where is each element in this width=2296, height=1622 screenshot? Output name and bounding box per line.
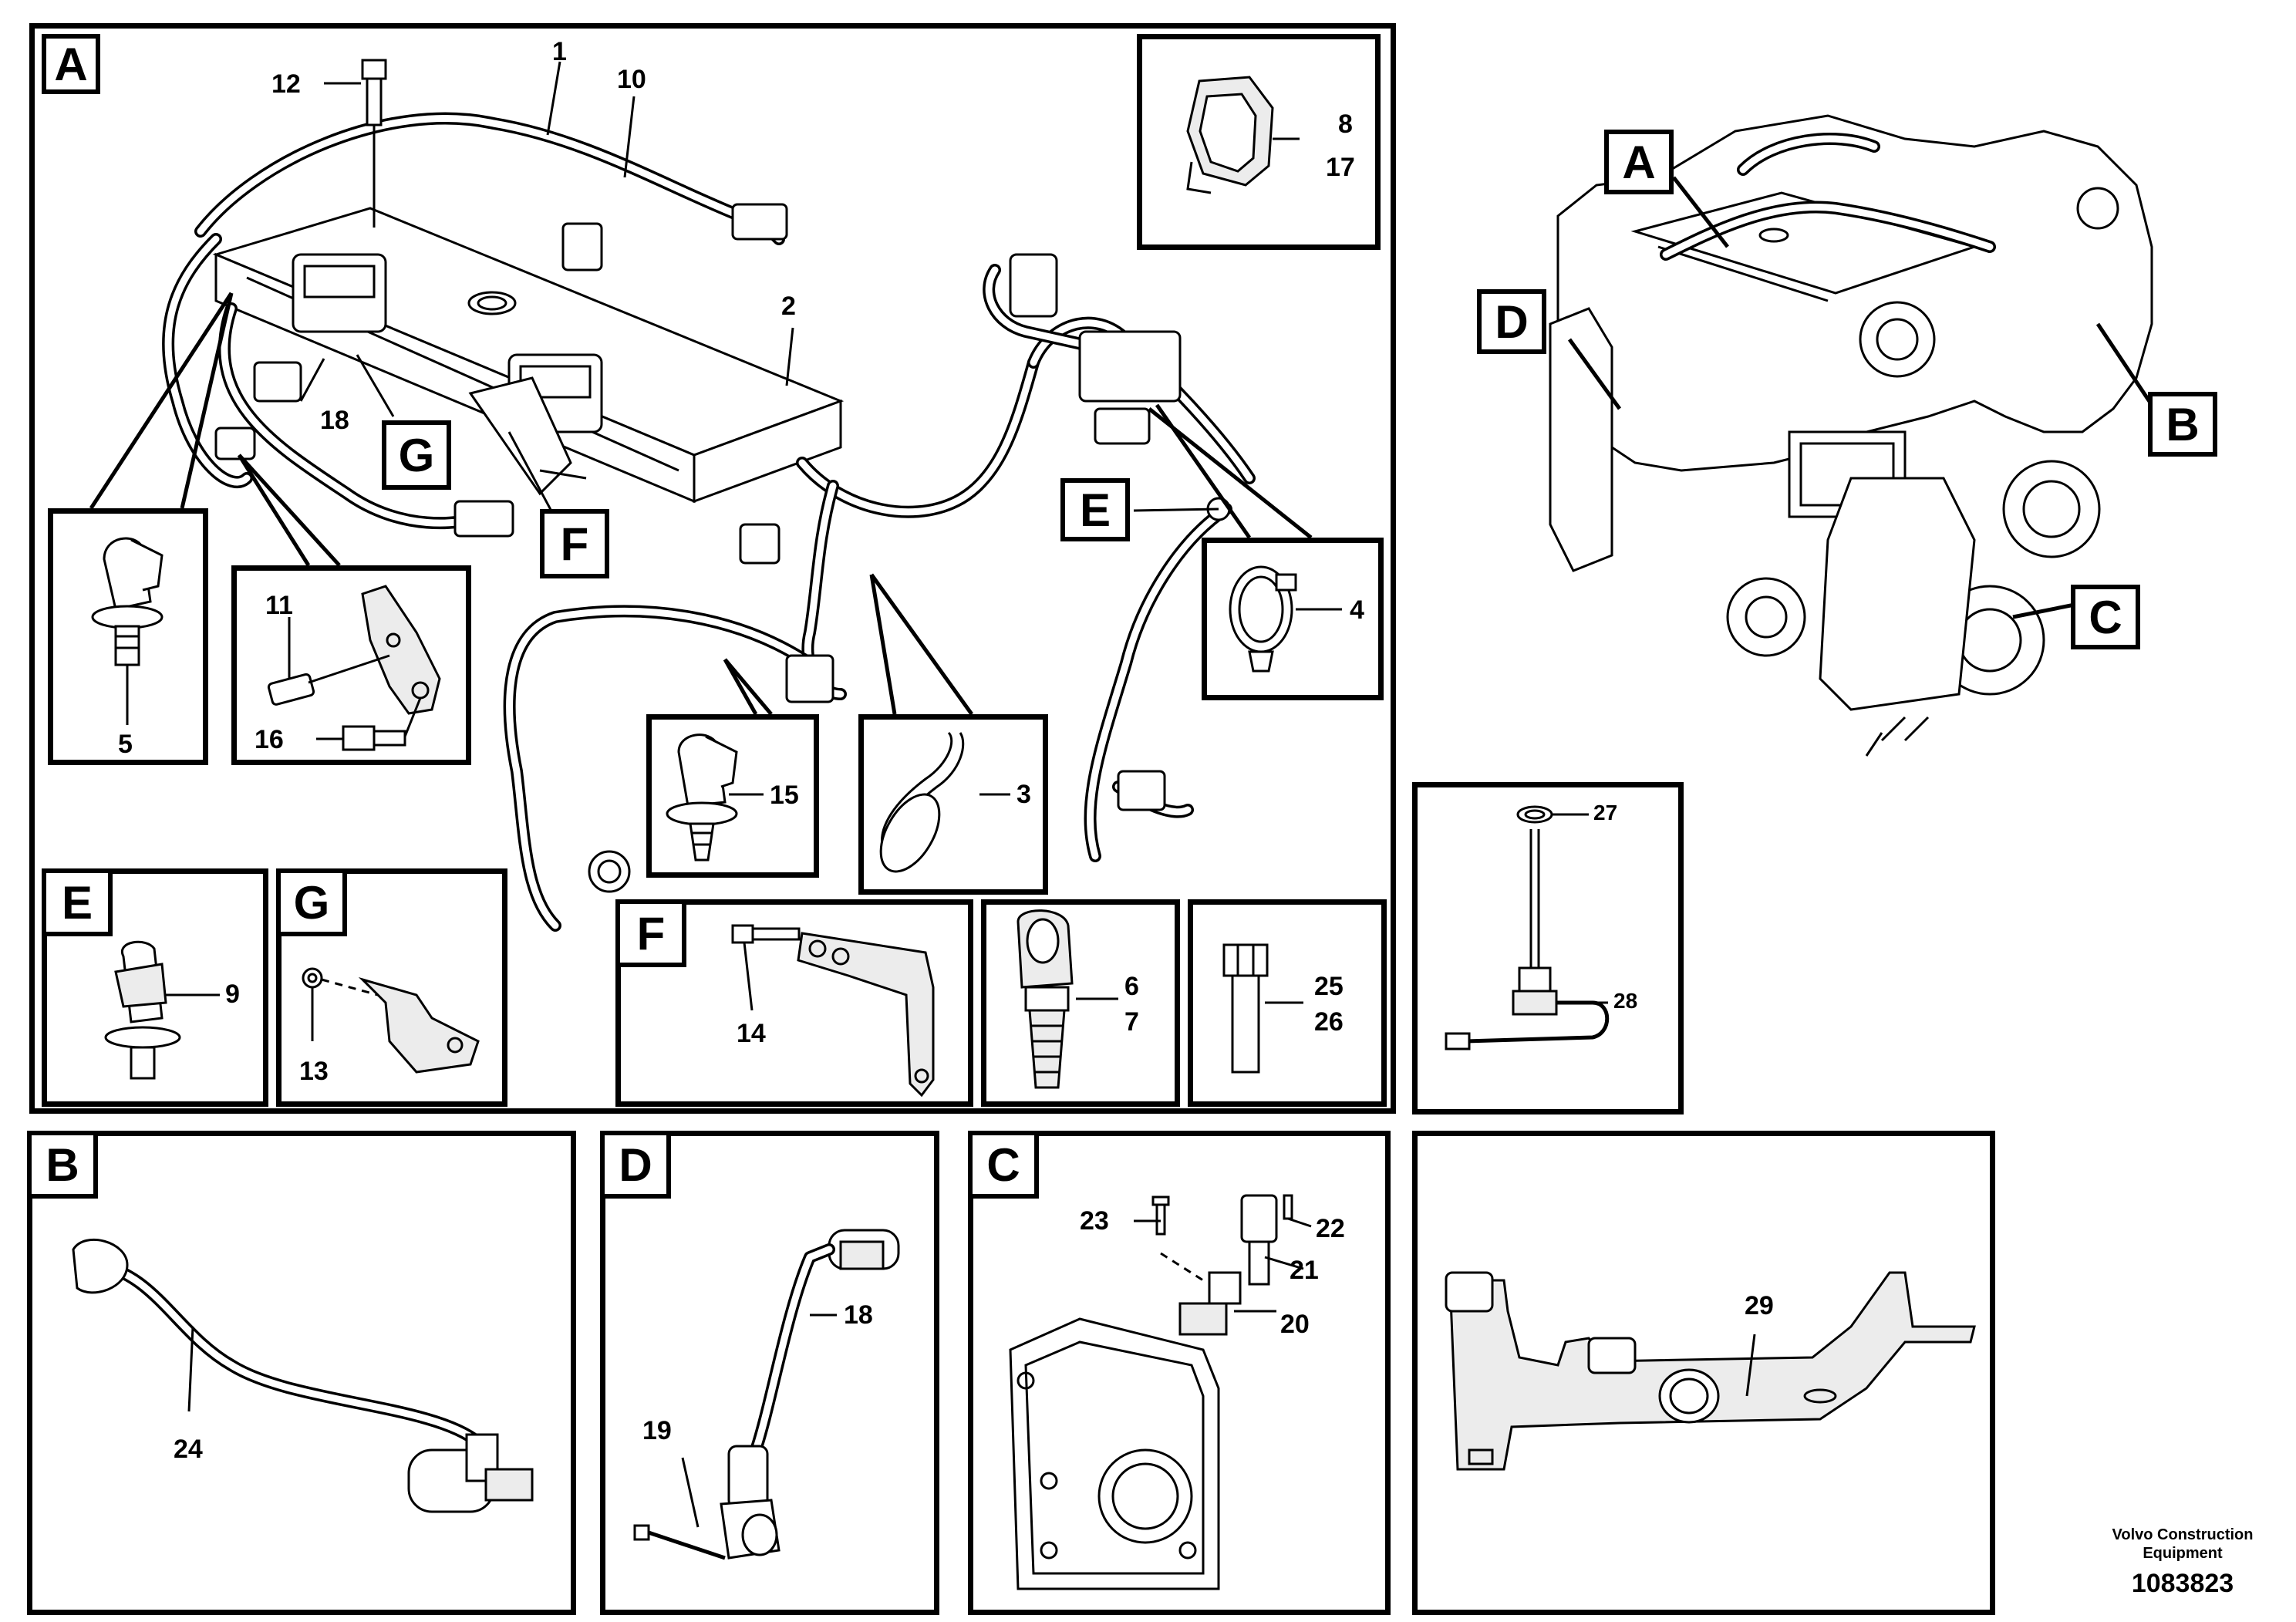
label-21: 21 — [1290, 1256, 1319, 1285]
overview-tag-a: A — [1604, 130, 1674, 194]
panel-e-drawing — [104, 940, 220, 1080]
inset-3-drawing — [879, 731, 1010, 873]
overview-tag-d: D — [1477, 289, 1546, 354]
company-name: Volvo Construction Equipment — [2082, 1526, 2283, 1563]
label-5: 5 — [118, 730, 133, 759]
overview-tag-b: B — [2148, 392, 2217, 457]
label-18-d: 18 — [844, 1300, 873, 1330]
inset-6-7-drawing — [1017, 909, 1118, 1089]
company-line-1: Volvo Construction — [2112, 1526, 2254, 1543]
company-line-2: Equipment — [2143, 1545, 2223, 1562]
inset-4-drawing — [1229, 565, 1342, 673]
panel-e-tag: E — [42, 868, 113, 936]
panel-f-drawing — [731, 924, 935, 1098]
label-15: 15 — [770, 781, 799, 810]
panel-d-drawing — [633, 1229, 900, 1560]
label-12: 12 — [271, 69, 301, 99]
inset-27-28-drawing — [1445, 805, 1610, 1050]
panel-g-tag: G — [276, 868, 347, 936]
label-24: 24 — [174, 1435, 203, 1464]
label-10: 10 — [617, 65, 646, 94]
label-6: 6 — [1124, 972, 1139, 1001]
inset-8-17-drawing — [1186, 76, 1300, 194]
panel-f-tag: F — [615, 899, 686, 967]
label-9: 9 — [225, 980, 240, 1009]
label-23: 23 — [1080, 1206, 1109, 1236]
label-1: 1 — [552, 37, 567, 66]
inset-5-drawing — [91, 537, 164, 725]
label-13: 13 — [299, 1057, 329, 1086]
engine-overview — [1549, 114, 2162, 757]
panel-c-tag: C — [968, 1131, 1039, 1199]
inset-29-drawing — [1445, 1271, 1976, 1471]
label-18-a: 18 — [320, 406, 349, 435]
callout-f-tag: F — [540, 509, 609, 578]
label-26: 26 — [1314, 1007, 1344, 1037]
harness-connectors — [214, 203, 1231, 893]
label-4: 4 — [1350, 595, 1364, 625]
panel-b-drawing — [72, 1238, 534, 1513]
inset-6-7-frame — [981, 899, 1180, 1107]
label-11: 11 — [265, 591, 293, 620]
label-29: 29 — [1745, 1291, 1774, 1320]
label-2: 2 — [781, 292, 796, 321]
label-16: 16 — [255, 725, 284, 754]
overview-tag-c: C — [2071, 585, 2140, 649]
label-14: 14 — [737, 1019, 766, 1048]
label-20: 20 — [1280, 1310, 1310, 1339]
inset-11-16-drawing — [267, 585, 441, 751]
label-7: 7 — [1124, 1007, 1139, 1037]
inset-3-frame — [858, 714, 1048, 895]
panel-g-drawing — [302, 967, 480, 1074]
callout-g-tag: G — [382, 420, 451, 490]
label-17: 17 — [1326, 153, 1355, 182]
inset-15-drawing — [666, 733, 764, 862]
label-19: 19 — [642, 1416, 672, 1445]
panel-a-tag: A — [42, 34, 100, 94]
label-25: 25 — [1314, 972, 1344, 1001]
inset-27-28-frame — [1412, 782, 1684, 1114]
inset-25-26-drawing — [1222, 943, 1303, 1074]
inset-15-frame — [646, 714, 819, 878]
part-number: 1083823 — [2131, 1569, 2234, 1598]
label-3: 3 — [1017, 780, 1031, 809]
label-22: 22 — [1316, 1214, 1345, 1243]
panel-b-tag: B — [27, 1131, 98, 1199]
bolt-12 — [361, 59, 387, 228]
panel-b-detail — [27, 1131, 576, 1615]
callout-e-tag: E — [1060, 478, 1130, 541]
label-27: 27 — [1593, 801, 1618, 824]
label-28: 28 — [1613, 989, 1638, 1013]
panel-c-drawing — [1009, 1194, 1312, 1590]
panel-d-tag: D — [600, 1131, 671, 1199]
panel-a-leaders — [89, 61, 1313, 716]
label-8: 8 — [1338, 110, 1353, 139]
